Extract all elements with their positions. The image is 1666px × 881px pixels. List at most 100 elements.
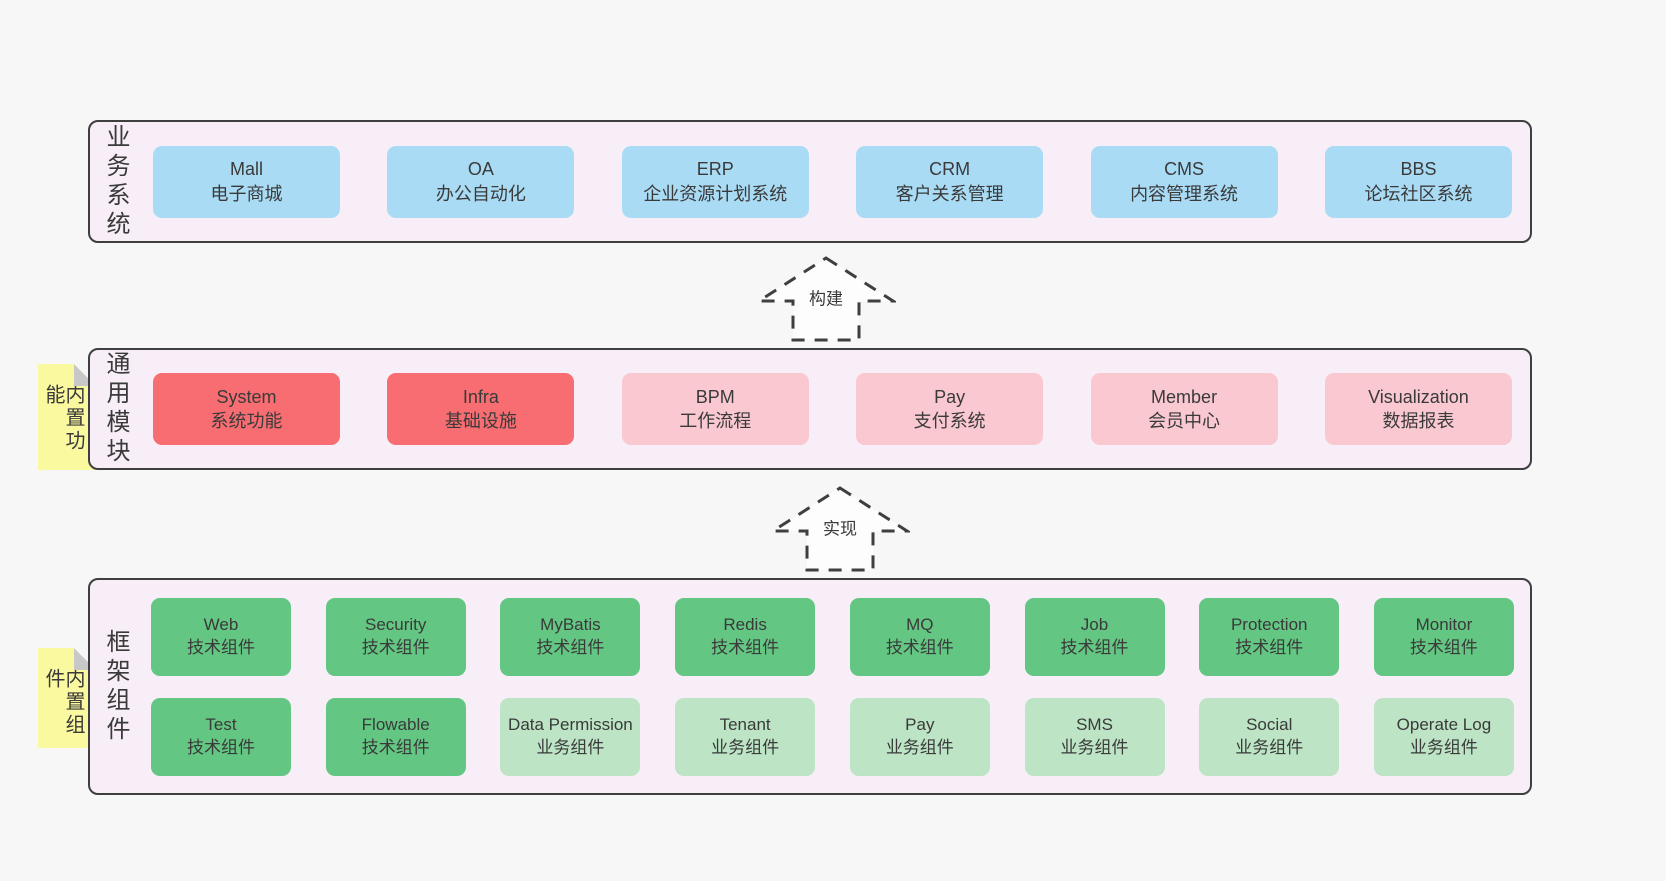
box-title: Job [1080, 615, 1109, 635]
band-business-systems: 业务系统 Mall 电子商城 OA 办公自动化 ERP 企业资源计划系统 CRM… [88, 120, 1532, 243]
framework-rows: Web 技术组件 Security 技术组件 MyBatis 技术组件 Redi… [127, 597, 1530, 776]
box-web: Web 技术组件 [151, 597, 291, 676]
box-title: Social [1246, 715, 1293, 735]
box-title: SMS [1076, 715, 1113, 735]
box-subtitle: 系统功能 [210, 411, 283, 431]
box-subtitle: 企业资源计划系统 [643, 183, 788, 204]
box-title: BBS [1400, 159, 1437, 180]
box-subtitle: 技术组件 [187, 637, 255, 657]
box-subtitle: 工作流程 [679, 411, 752, 431]
build-arrow-label: 构建 [806, 283, 846, 311]
box-title: Infra [462, 386, 499, 407]
box-redis: Redis 技术组件 [675, 597, 816, 676]
box-subtitle: 技术组件 [711, 637, 780, 657]
box-title: ERP [696, 159, 734, 180]
box-subtitle: 业务组件 [536, 737, 605, 757]
box-title: Operate Log [1396, 715, 1492, 735]
box-title: Flowable [361, 715, 430, 735]
box-subtitle: 技术组件 [361, 737, 430, 757]
band-business-systems-label: 业务系统 [102, 123, 129, 240]
box-title: CMS [1164, 159, 1205, 180]
box-subtitle: 业务组件 [1060, 737, 1129, 757]
box-subtitle: 技术组件 [885, 637, 954, 657]
box-title: Monitor [1415, 615, 1473, 635]
box-title: Mall [229, 159, 263, 180]
build-arrow: 构建 [756, 255, 896, 343]
box-bbs: BBS 论坛社区系统 [1324, 145, 1512, 218]
box-subtitle: 支付系统 [913, 411, 986, 431]
framework-row-2: Test 技术组件 Flowable 技术组件 Data Permission … [151, 697, 1514, 776]
box-data-permission: Data Permission 业务组件 [500, 697, 641, 776]
box-tenant: Tenant 业务组件 [675, 697, 816, 776]
box-subtitle: 电子商城 [210, 183, 283, 204]
box-subtitle: 业务组件 [1235, 737, 1304, 757]
box-security: Security 技术组件 [325, 597, 466, 676]
box-subtitle: 论坛社区系统 [1364, 183, 1473, 204]
box-title: Web [203, 615, 239, 635]
box-job: Job 技术组件 [1024, 597, 1165, 676]
box-subtitle: 会员中心 [1148, 411, 1221, 431]
box-title: Tenant [719, 715, 771, 735]
band-common-modules: 通用模块 System 系统功能 Infra 基础设施 BPM 工作流程 Pay… [88, 348, 1532, 470]
box-title: Pay [934, 386, 966, 407]
box-sms: SMS 业务组件 [1024, 697, 1165, 776]
box-operate-log: Operate Log 业务组件 [1373, 697, 1514, 776]
box-flowable: Flowable 技术组件 [325, 697, 466, 776]
box-pay: Pay 支付系统 [856, 373, 1044, 445]
box-subtitle: 客户关系管理 [895, 183, 1004, 204]
box-subtitle: 基础设施 [444, 411, 517, 431]
note-built-in-features-label: 内置功能 [42, 384, 84, 453]
implement-arrow-label: 实现 [820, 513, 860, 541]
box-title: Member [1151, 386, 1218, 407]
framework-row-1: Web 技术组件 Security 技术组件 MyBatis 技术组件 Redi… [151, 597, 1514, 676]
box-member: Member 会员中心 [1090, 373, 1278, 445]
business-boxes: Mall 电子商城 OA 办公自动化 ERP 企业资源计划系统 CRM 客户关系… [127, 145, 1530, 218]
box-erp: ERP 企业资源计划系统 [621, 145, 809, 218]
note-built-in-features: 内置功能 [38, 364, 96, 470]
note-built-in-components-label: 内置组件 [42, 668, 84, 737]
box-subtitle: 数据报表 [1382, 411, 1455, 431]
band-framework-components-label: 框架组件 [102, 628, 129, 745]
module-boxes: System 系统功能 Infra 基础设施 BPM 工作流程 Pay 支付系统… [127, 373, 1530, 445]
box-title: Protection [1230, 615, 1308, 635]
box-title: CRM [929, 159, 971, 180]
note-built-in-components: 内置组件 [38, 648, 96, 748]
box-pay-biz: Pay 业务组件 [849, 697, 990, 776]
box-mq: MQ 技术组件 [849, 597, 990, 676]
box-title: Pay [905, 715, 935, 735]
box-mall: Mall 电子商城 [153, 145, 340, 218]
box-subtitle: 技术组件 [1060, 637, 1129, 657]
box-title: Data Permission [508, 715, 633, 735]
box-title: Test [205, 715, 237, 735]
box-subtitle: 技术组件 [1409, 637, 1478, 657]
box-title: BPM [695, 386, 735, 407]
box-subtitle: 技术组件 [536, 637, 605, 657]
box-social: Social 业务组件 [1199, 697, 1340, 776]
box-subtitle: 技术组件 [361, 637, 430, 657]
box-title: Visualization [1368, 386, 1469, 407]
box-title: System [216, 386, 277, 407]
box-title: OA [467, 159, 494, 180]
box-subtitle: 业务组件 [885, 737, 954, 757]
box-oa: OA 办公自动化 [387, 145, 575, 218]
band-common-modules-label: 通用模块 [102, 351, 129, 467]
box-mybatis: MyBatis 技术组件 [500, 597, 641, 676]
box-title: Redis [723, 615, 767, 635]
box-monitor: Monitor 技术组件 [1373, 597, 1514, 676]
box-title: Security [364, 615, 427, 635]
box-subtitle: 办公自动化 [435, 183, 526, 204]
box-visualization: Visualization 数据报表 [1324, 373, 1512, 445]
box-test: Test 技术组件 [151, 697, 291, 776]
box-subtitle: 技术组件 [187, 737, 255, 757]
box-subtitle: 内容管理系统 [1130, 183, 1239, 204]
implement-arrow: 实现 [770, 485, 910, 573]
box-crm: CRM 客户关系管理 [856, 145, 1044, 218]
box-infra: Infra 基础设施 [387, 373, 575, 445]
box-subtitle: 技术组件 [1235, 637, 1304, 657]
box-system: System 系统功能 [153, 373, 340, 445]
box-bpm: BPM 工作流程 [621, 373, 809, 445]
box-protection: Protection 技术组件 [1199, 597, 1340, 676]
box-subtitle: 业务组件 [1409, 737, 1478, 757]
box-title: MQ [906, 615, 934, 635]
